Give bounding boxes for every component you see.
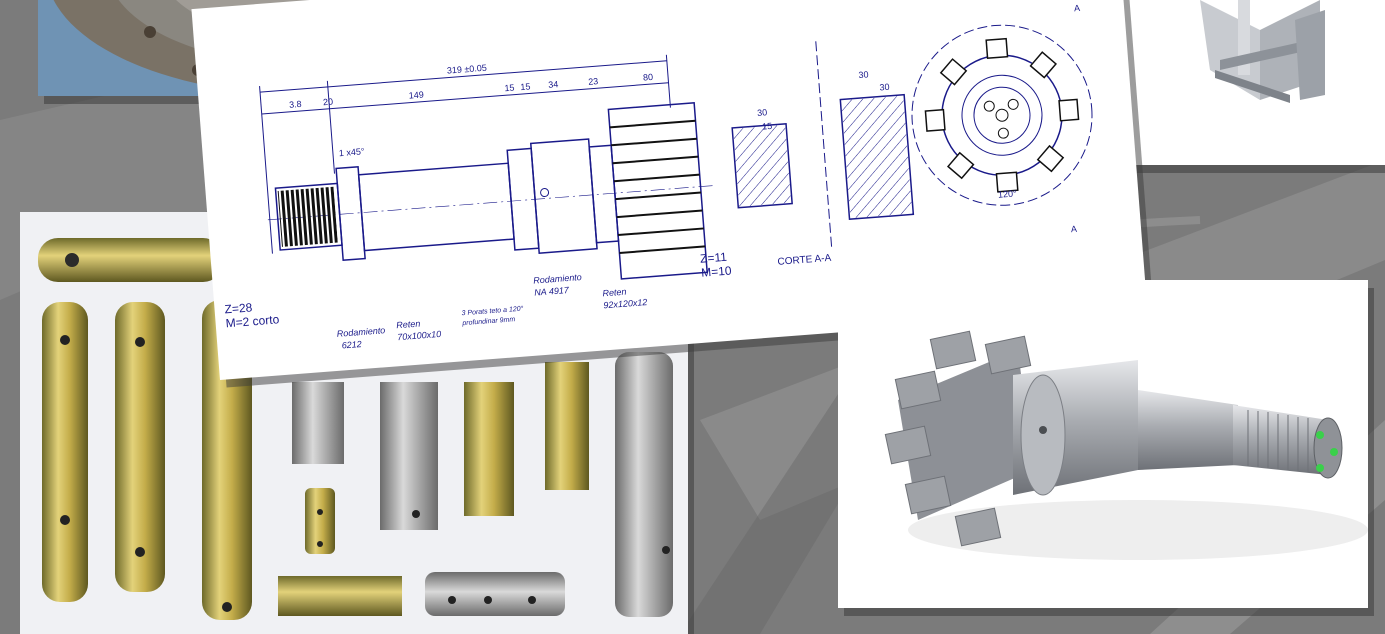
section-dim-1: 30 xyxy=(757,107,768,118)
frame-render xyxy=(1110,0,1385,165)
shaft-3d-render xyxy=(838,280,1368,608)
bearing-na-line1: Rodamiento xyxy=(533,272,582,286)
view-letter-bottom: A xyxy=(1071,224,1078,234)
dim-label-6: 34 xyxy=(548,79,559,90)
right-gear-z: Z=11 xyxy=(700,250,728,266)
dim-label-1: 3.8 xyxy=(289,99,302,110)
angle-label: 120° xyxy=(998,188,1018,199)
view-letter-top: A xyxy=(1074,3,1081,13)
shaft-3d-illustration xyxy=(838,280,1368,608)
section-dim-3: 30 xyxy=(858,69,869,80)
frame-illustration xyxy=(1110,0,1385,165)
section-dim-2: 15 xyxy=(762,121,773,132)
seal-92-line1: Reten xyxy=(602,287,627,299)
bearing-6212-line2: 6212 xyxy=(341,339,362,351)
dim-label-4: 15 xyxy=(504,83,515,94)
dim-label-7: 23 xyxy=(588,76,599,87)
shaft-drawing-lines: 3.8 20 149 15 15 34 23 80 319 ±0.05 1 x4… xyxy=(224,3,1093,351)
dim-label-8: 80 xyxy=(643,72,654,83)
seal-70-line1: Reten xyxy=(396,318,421,330)
seal-70-line2: 70x100x10 xyxy=(397,329,442,342)
dim-label-5: 15 xyxy=(520,81,531,92)
holes-note-line2: profundinar 9mm xyxy=(461,316,515,327)
bearing-6212-line1: Rodamiento xyxy=(336,325,385,339)
shaft-technical-drawing: 3.8 20 149 15 15 34 23 80 319 ±0.05 1 x4… xyxy=(191,0,1148,380)
dim-label-3: 149 xyxy=(408,90,424,101)
left-gear-m: M=2 corto xyxy=(225,312,280,330)
section-dim-4: 30 xyxy=(879,82,890,93)
right-gear-m: M=10 xyxy=(701,263,733,279)
overall-dimension: 319 ±0.05 xyxy=(447,63,488,76)
seal-92-line2: 92x120x12 xyxy=(603,297,648,310)
section-label: CORTE A-A xyxy=(777,253,832,268)
dim-label-2: 20 xyxy=(323,97,334,108)
chamfer-label: 1 x45° xyxy=(339,146,366,158)
left-gear-z: Z=28 xyxy=(224,300,253,316)
bearing-na-line2: NA 4917 xyxy=(534,285,570,298)
